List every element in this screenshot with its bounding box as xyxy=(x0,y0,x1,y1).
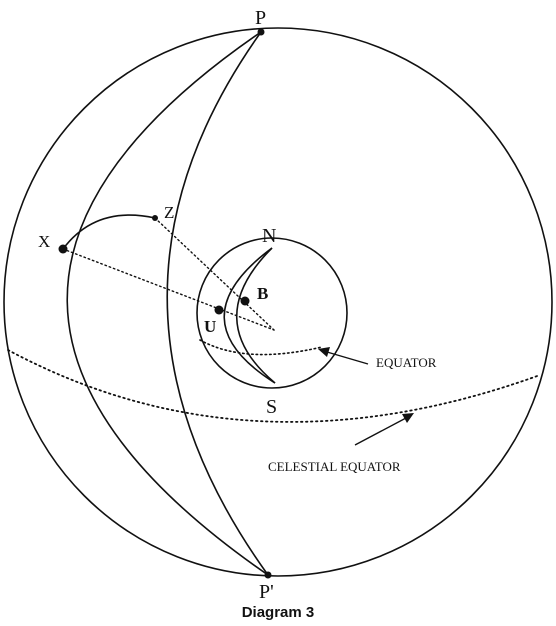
arc-x-z xyxy=(62,214,156,250)
label-n: N xyxy=(262,225,276,247)
celestial-sphere-diagram: P P' Z X N S B U EQUATOR CELESTIAL EQUAT… xyxy=(3,7,553,603)
point-p xyxy=(257,28,265,36)
diagram-caption: Diagram 3 xyxy=(241,604,315,621)
label-equator: EQUATOR xyxy=(376,355,437,370)
celestial-equator-arrow xyxy=(354,417,407,446)
label-u: U xyxy=(204,317,216,336)
label-x: X xyxy=(38,232,50,251)
earth-sphere-outline xyxy=(196,237,348,389)
line-x-to-centre xyxy=(62,248,275,331)
equator-arrow xyxy=(326,351,369,365)
earth-meridian-outer xyxy=(223,247,276,384)
celestial-equator-line xyxy=(7,349,541,423)
label-p-prime: P' xyxy=(259,581,274,603)
point-z xyxy=(152,215,158,221)
label-z: Z xyxy=(164,203,174,222)
point-p-prime xyxy=(264,571,272,579)
point-b xyxy=(240,296,250,306)
line-z-to-centre xyxy=(154,217,275,331)
point-u xyxy=(214,305,224,315)
earth-equator-line xyxy=(199,339,323,356)
label-celestial-equator: CELESTIAL EQUATOR xyxy=(268,459,401,474)
celestial-equator-arrowhead xyxy=(402,413,414,423)
label-p: P xyxy=(255,7,266,29)
equator-arrowhead xyxy=(318,347,330,357)
label-s: S xyxy=(266,396,277,418)
label-b: B xyxy=(257,284,268,303)
meridian-through-z xyxy=(166,31,269,576)
point-x xyxy=(58,244,68,254)
meridian-through-x xyxy=(66,31,269,576)
earth-meridian-inner xyxy=(235,247,276,384)
celestial-sphere-outline xyxy=(3,27,553,577)
